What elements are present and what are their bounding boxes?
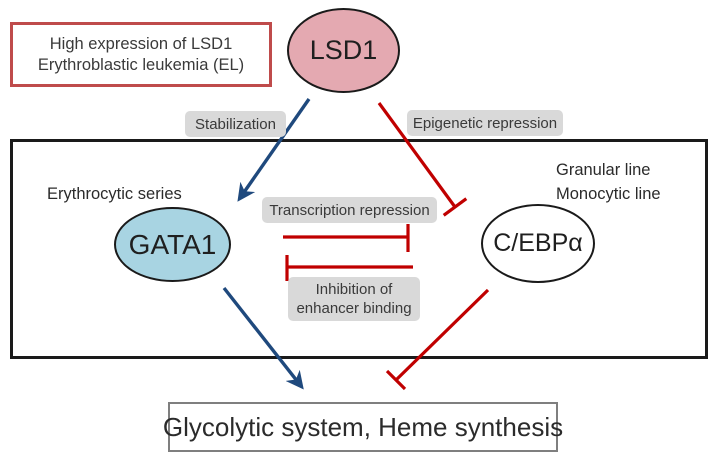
granular-line-label: Granular line xyxy=(556,161,651,179)
output-box: Glycolytic system, Heme synthesis xyxy=(163,402,563,452)
granular-monocytic-label: Granular line Monocytic line xyxy=(556,158,661,206)
node-cebpa: C/EBPα xyxy=(481,204,595,283)
high-expression-line2: Erythroblastic leukemia (EL) xyxy=(37,55,245,74)
high-expression-line1: High expression of LSD1 xyxy=(49,34,233,53)
node-gata1: GATA1 xyxy=(114,207,231,282)
high-expression-box: High expression of LSD1 Erythroblastic l… xyxy=(10,22,272,87)
monocytic-line-label: Monocytic line xyxy=(556,185,661,203)
node-gata1-label: GATA1 xyxy=(128,228,217,260)
inhibition-enhancer-tag: Inhibition of enhancer binding xyxy=(288,277,420,321)
erythrocytic-series-label: Erythrocytic series xyxy=(47,185,182,203)
output-box-label: Glycolytic system, Heme synthesis xyxy=(162,411,564,442)
transcription-repression-tag: Transcription repression xyxy=(262,197,437,223)
epigenetic-repression-tag: Epigenetic repression xyxy=(407,110,563,136)
inhibition-enhancer-line2: enhancer binding xyxy=(296,300,412,317)
node-lsd1-label: LSD1 xyxy=(309,35,378,65)
stabilization-tag: Stabilization xyxy=(185,111,286,137)
node-cebpa-label: C/EBPα xyxy=(493,229,583,257)
inhibition-enhancer-line1: Inhibition of xyxy=(315,281,393,298)
node-lsd1: LSD1 xyxy=(287,8,400,93)
cell-lineage-box xyxy=(10,139,708,359)
